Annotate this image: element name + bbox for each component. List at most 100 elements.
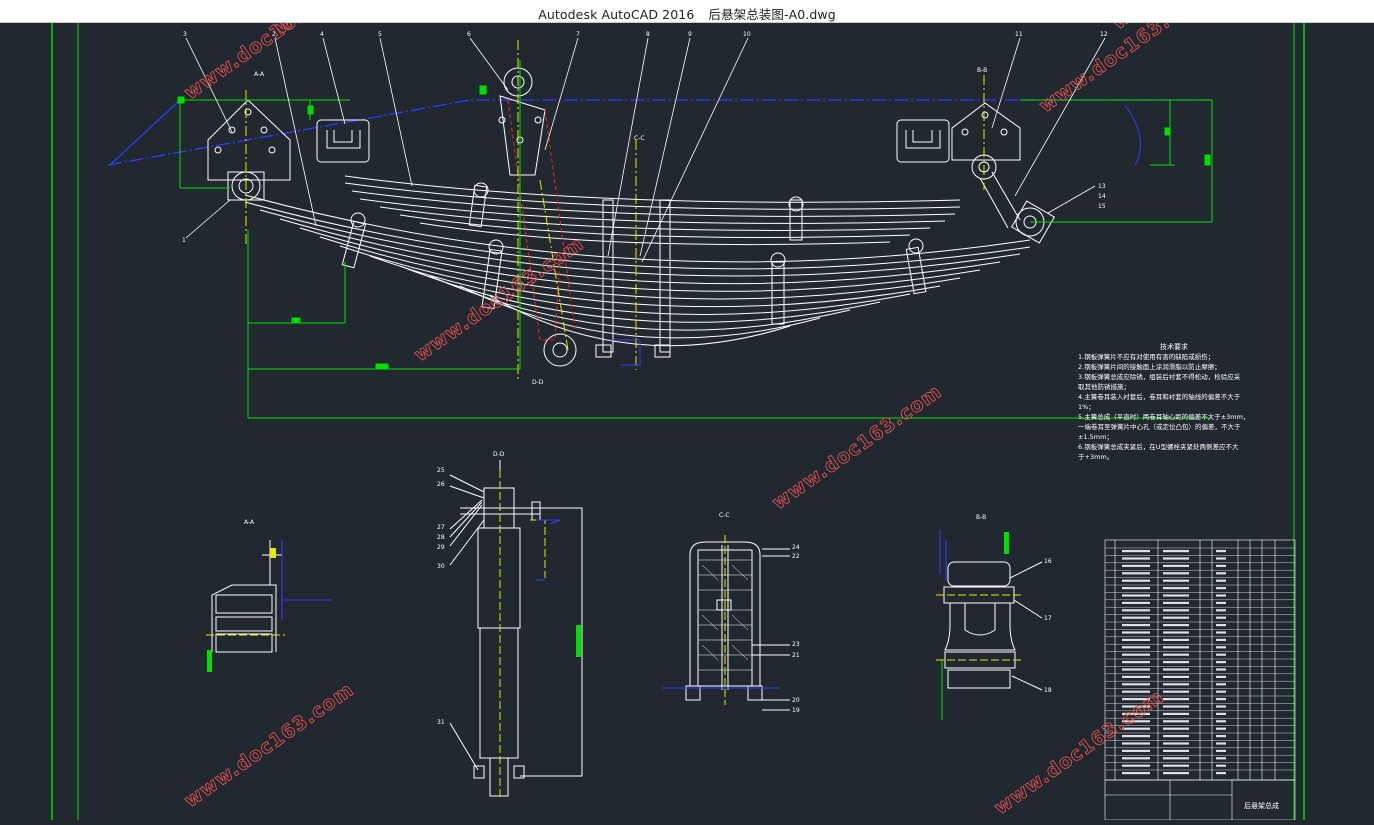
tech-req-title: 技术要求 [1160,342,1188,351]
parts-list-table[interactable] [1104,539,1296,821]
leaf-spring-assembly[interactable] [107,40,1210,380]
table-cell-mark [1216,675,1226,678]
shock-absorber-view[interactable]: D-D [449,451,583,800]
table-cell-mark [1163,601,1189,604]
part-number: 6 [467,31,471,38]
part-number: 4 [320,31,324,38]
table-cell-mark [1216,749,1226,752]
drawing-frame [51,23,1305,820]
part-number: 30 [437,563,445,570]
table-cell-mark [1216,594,1226,597]
table-cell-mark [1163,668,1189,671]
table-cell-mark [1216,742,1226,745]
table-cell-mark [1216,564,1226,567]
table-cell-mark [1216,624,1226,627]
section-view-c[interactable]: C-C [662,512,790,711]
table-cell-mark [1122,698,1150,701]
table-cell-mark [1216,683,1226,686]
part-number: 11 [1015,31,1023,38]
table-cell-mark [1122,727,1150,730]
table-cell-mark [1122,705,1150,708]
table-cell-mark [1122,557,1150,560]
table-cell-mark [1163,638,1189,641]
table-cell-mark [1216,757,1226,760]
table-cell-mark [1122,749,1150,752]
table-cell-mark [1163,683,1189,686]
table-cell-mark [1216,653,1226,656]
table-cell-mark [1163,594,1189,597]
section-label: A-A [254,71,265,78]
table-cell-mark [1216,616,1226,619]
watermark: www.doc163.com [180,678,358,812]
table-cell-mark [1163,772,1189,775]
section-label: C-C [719,512,730,519]
table-cell-mark [1216,587,1226,590]
table-cell-mark [1163,749,1189,752]
tech-req-line: 4.主簧卷耳装入衬套后，卷耳和衬套的轴线的偏差不大于 [1078,392,1241,401]
table-cell-mark [1216,772,1226,775]
tech-req-line: 1%； [1078,403,1095,411]
table-cell-mark [1122,668,1150,671]
table-cell-mark [1216,720,1226,723]
tech-req-line: 3.钢板弹簧总成应除锈，组装后衬套不得松动，检验应采 [1078,372,1241,381]
table-cell-mark [1122,609,1150,612]
part-number: 12 [1100,31,1108,38]
part-number: 16 [1044,558,1052,565]
part-number: 1 [182,237,186,244]
watermark: www.doc163.com [1035,23,1213,117]
table-cell-mark [1122,638,1150,641]
table-cell-mark [1163,609,1189,612]
app-name: Autodesk AutoCAD 2016 [538,7,695,22]
table-cell-mark [1163,675,1189,678]
table-cell-mark [1163,550,1189,553]
table-cell-mark [1122,572,1150,575]
table-cell-mark [1216,712,1226,715]
table-cell-mark [1122,690,1150,693]
section-view-b[interactable]: B-B [936,514,1043,720]
table-cell-mark [1122,720,1150,723]
table-cell-mark [1216,668,1226,671]
part-number: 26 [437,481,445,488]
table-cell-mark [1163,661,1189,664]
table-cell-mark [1216,727,1226,730]
table-cell-mark [1216,572,1226,575]
table-cell-mark [1163,757,1189,760]
part-number: 29 [437,544,445,551]
part-number: 10 [743,31,751,38]
table-cell-mark [1122,735,1150,738]
table-cell-mark [1216,646,1226,649]
table-cell-mark [1122,550,1150,553]
section-label: B-B [976,514,986,521]
table-cell-mark [1122,683,1150,686]
part-number: 3 [183,31,187,38]
part-number: 25 [437,467,445,474]
table-cell-mark [1216,631,1226,634]
table-cell-mark [1122,631,1150,634]
watermark: www.doc163.com [410,232,588,366]
table-cell-mark [1122,587,1150,590]
tech-req-line: 1.钢板弹簧片不应有对使用有害的缺陷或损伤； [1078,352,1214,361]
part-number-labels: 3 2 4 5 6 7 8 9 10 11 12 1 13 14 15 A-A … [182,31,1108,386]
table-cell-mark [1163,712,1189,715]
part-number: 14 [1098,193,1106,200]
watermark: www.doc163.com [768,380,946,514]
table-cell-mark [1163,624,1189,627]
watermark: www.doc163.com [180,23,358,104]
dimension-lines [177,60,1213,419]
part-number: 5 [378,31,382,38]
section-label: D-D [532,379,544,386]
tech-req-line: 5.主簧总成（平直时）两卷耳轴心距的偏差不大于±3mm， [1078,412,1249,421]
table-cell-mark [1216,690,1226,693]
table-cell-mark [1163,653,1189,656]
table-cell-mark [1163,720,1189,723]
table-cell-mark [1122,661,1150,664]
section-label: D-D [493,451,505,458]
section-view-a[interactable]: A-A [206,519,332,672]
watermark: www.doc163.com [990,685,1168,819]
table-cell-mark [1163,735,1189,738]
tech-req-line: 取其他防锈措施； [1078,382,1130,391]
part-number: 13 [1098,183,1106,190]
